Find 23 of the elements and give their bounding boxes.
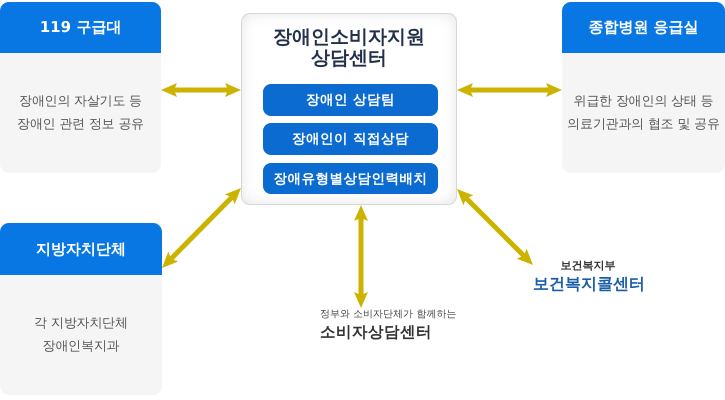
ministry-name: 보건복지부: [560, 258, 616, 273]
team-box: 장애유형별상담인력배치: [263, 163, 438, 194]
service-name: 소비자상담센터: [320, 322, 432, 343]
double-arrow: [354, 205, 368, 308]
center-panel: [241, 13, 457, 205]
double-arrow: [457, 83, 562, 97]
info-card: [0, 223, 162, 395]
panel-title: 장애인소비자지원 상담센터: [272, 27, 426, 69]
team-box: 장애인이 직접상담: [263, 123, 438, 155]
card-header: 종합병원 응급실: [562, 2, 725, 53]
card-header: 119 구급대: [0, 2, 161, 53]
team-box: 장애인 상담팀: [263, 84, 438, 116]
card-text: 각 지방자치단체 장애인복지과: [33, 315, 129, 356]
double-arrow: [160, 186, 243, 270]
card-header: 지방자치단체: [0, 223, 162, 275]
card-text: 장애인의 자살기도 등 장애인 관련 정보 공유: [16, 93, 145, 134]
info-card: [0, 2, 161, 173]
tagline-text: 정부와 소비자단체가 함께하는: [320, 308, 456, 321]
info-card: [562, 2, 725, 173]
double-arrow: [161, 83, 241, 97]
card-text: 위급한 장애인의 상태 등 의료기관과의 협조 및 공유: [566, 93, 721, 134]
double-arrow: [455, 187, 535, 267]
service-name: 보건복지콜센터: [533, 273, 645, 295]
